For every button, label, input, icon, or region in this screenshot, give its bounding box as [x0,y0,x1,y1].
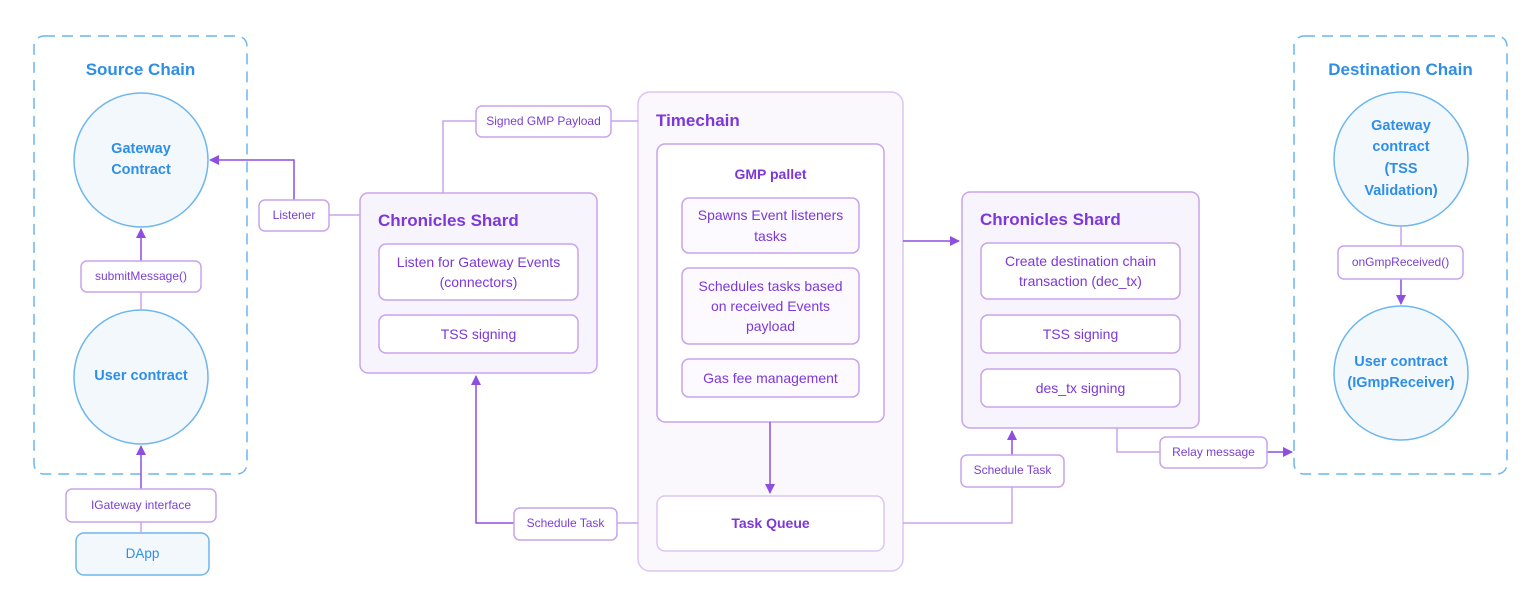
right-shard-item-box-3 [980,368,1181,408]
right-shard-item-1: Create destination chain transaction (de… [1005,252,1156,289]
right-shard-item-box-1 [980,242,1181,300]
dest-gateway-contract-label: Gateway contract (TSS Validation) [1364,117,1438,199]
signed-gmp-payload-label: Signed GMP Payload [486,113,601,128]
gmp-item-box-1 [681,197,860,254]
dapp-box [75,532,210,576]
igateway-interface-label: IGateway interface [90,497,192,512]
source-gateway-contract-circle [73,92,209,228]
arrow-listener-to-gateway [209,155,295,200]
timechain-title: Timechain [656,110,740,130]
destination-chain-container [1293,35,1508,475]
igateway-interface-pill [65,488,217,523]
relay-message-label: Relay message [1172,444,1255,459]
source-user-contract-label: User contract [94,368,188,385]
schedule-task-right-pill [960,454,1065,488]
connector-queue-schedule-right [903,487,1013,524]
schedule-task-left-label: Schedule Task [526,516,605,531]
gmp-item-box-3 [681,358,860,398]
listener-label: Listener [272,207,316,222]
schedule-task-right-label: Schedule Task [973,463,1052,478]
gmp-item-3: Gas fee management [703,369,838,386]
chronicles-shard-right-title: Chronicles Shard [980,209,1121,229]
destination-chain-title: Destination Chain [1328,59,1473,79]
chronicles-shard-left-title: Chronicles Shard [378,210,519,230]
submit-message-pill [80,260,202,293]
dapp-label: DApp [125,546,160,562]
right-shard-item-2: TSS signing [1042,325,1119,342]
schedule-task-left-pill [513,507,618,541]
relay-message-pill [1159,436,1268,469]
dest-user-contract-circle [1333,305,1469,441]
connector-shard-signed-payload [442,120,476,193]
gmp-item-2: Schedules tasks based on received Events… [698,277,843,335]
dest-user-contract-label: User contract (IGmpReceiver) [1347,353,1455,391]
arrow-schedule-to-left-shard [471,375,514,524]
gmp-pallet-title: GMP pallet [734,165,807,182]
right-shard-item-3: des_tx signing [1035,379,1126,396]
connector-shard-relay [1116,428,1160,453]
task-queue-box [656,495,885,552]
left-shard-item-box-1 [378,243,579,301]
left-shard-item-2: TSS signing [440,325,517,342]
on-gmp-received-pill [1337,245,1464,280]
source-gateway-contract-label: Gateway Contract [111,140,171,178]
gmp-item-box-2 [681,267,860,345]
left-shard-item-1: Listen for Gateway Events (connectors) [396,253,561,290]
source-chain-title: Source Chain [85,59,196,79]
gmp-item-1: Spawns Event listeners tasks [697,207,844,244]
signed-gmp-payload-pill [475,105,612,138]
left-shard-item-box-2 [378,314,579,354]
on-gmp-received-label: onGmpReceived() [1351,254,1450,269]
right-shard-item-box-2 [980,314,1181,354]
submit-message-label: submitMessage() [94,268,188,283]
task-queue-label: Task Queue [731,515,810,532]
listener-pill [258,199,330,232]
